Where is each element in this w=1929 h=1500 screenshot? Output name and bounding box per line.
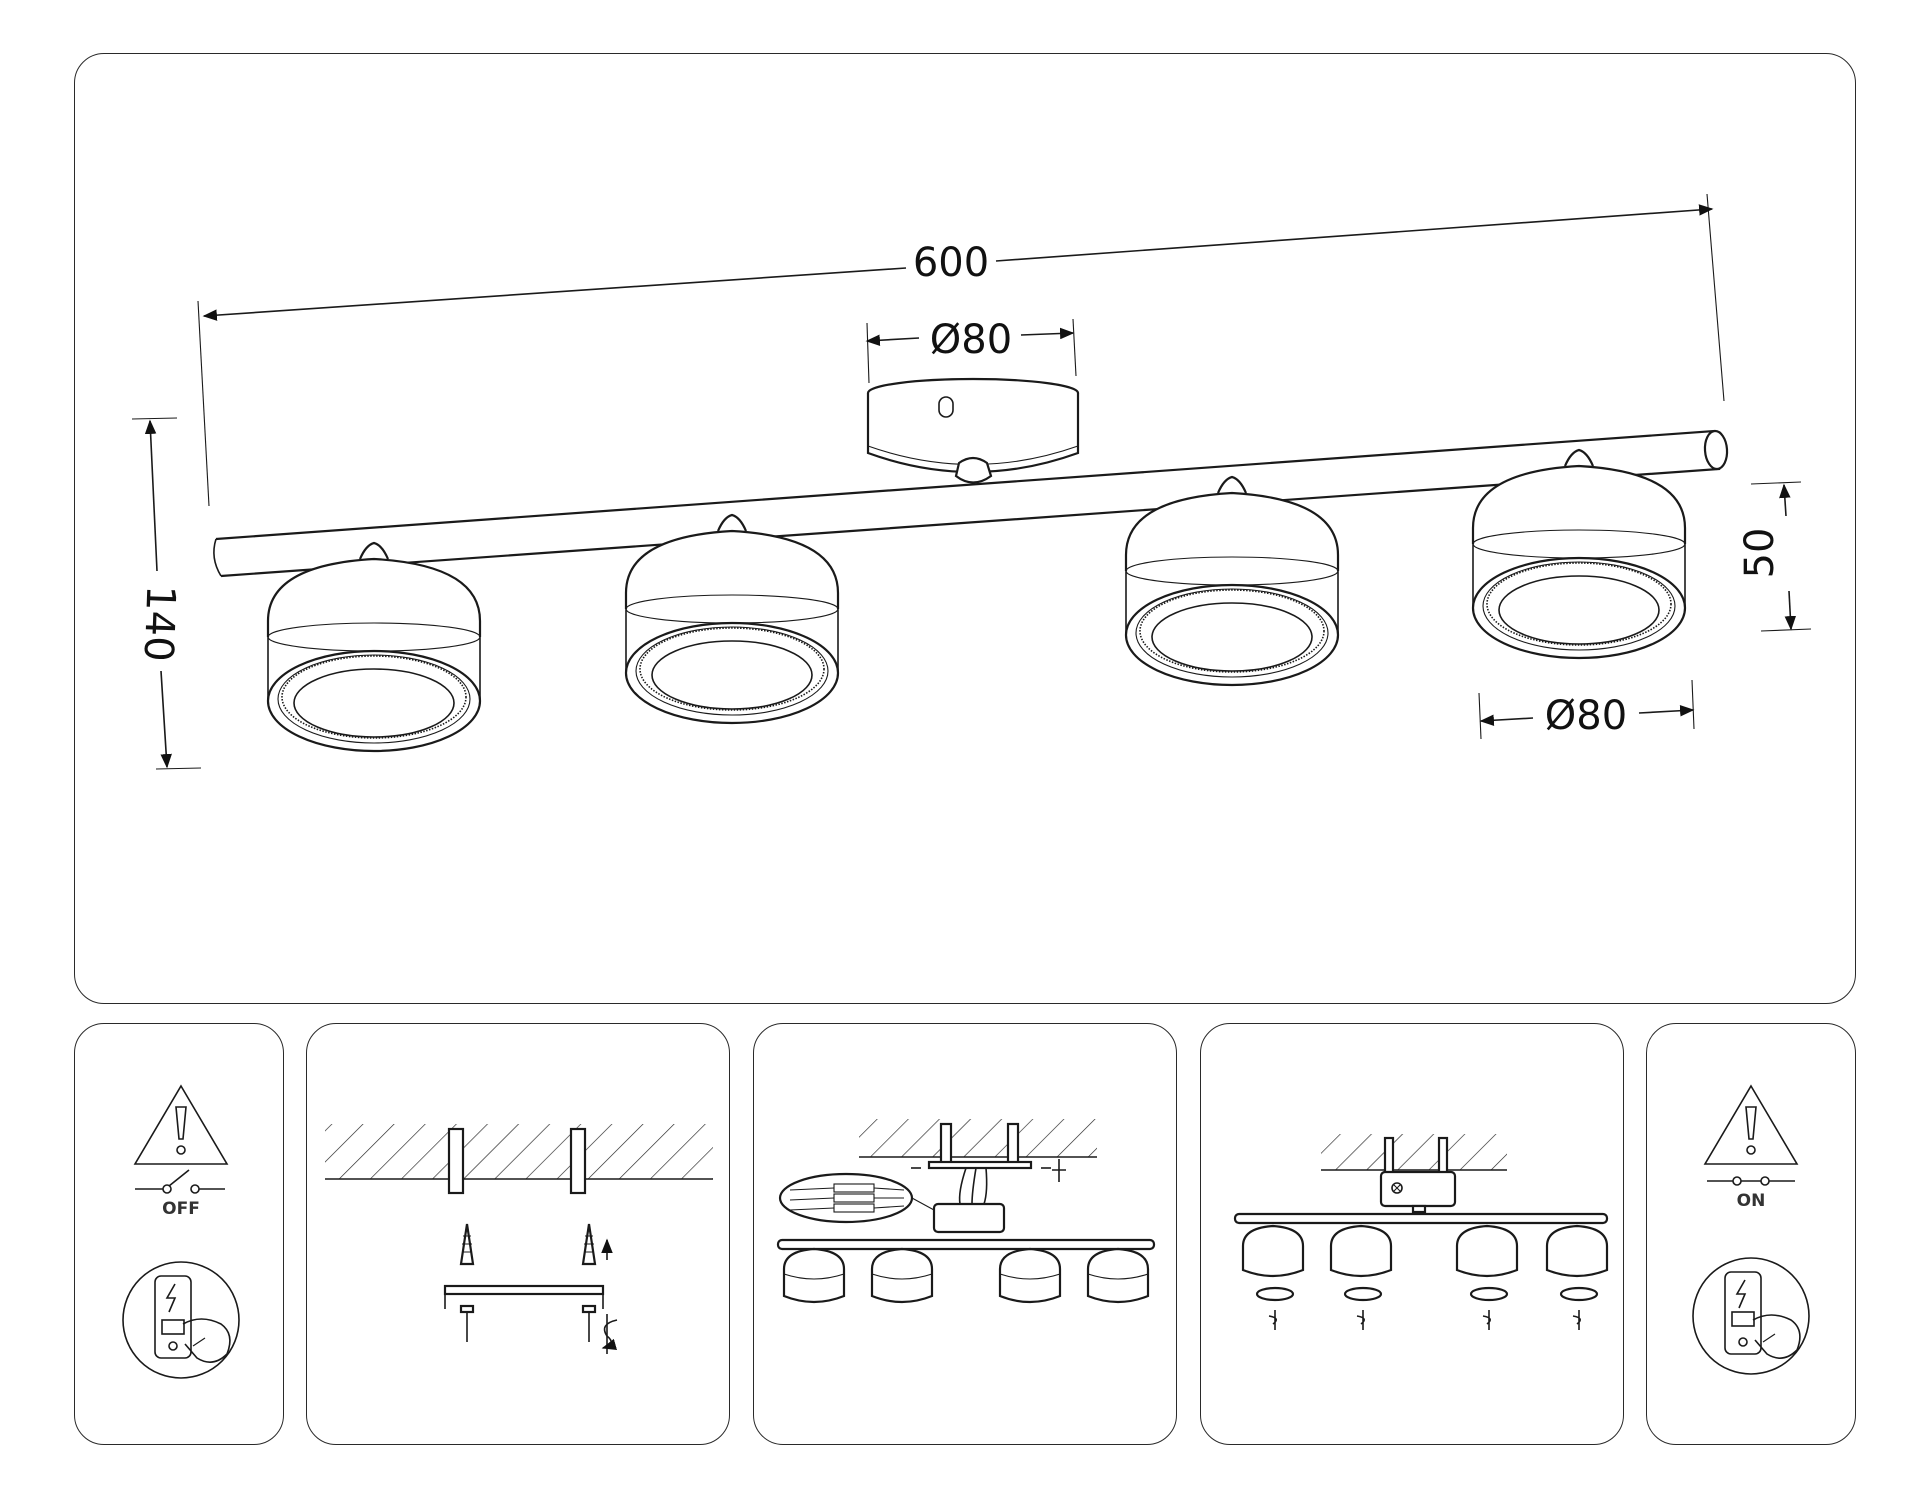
step-bracket-panel	[306, 1023, 730, 1445]
spotlight-4	[1471, 448, 1687, 660]
fixture-bar	[1233, 1212, 1609, 1225]
ceiling-surface	[325, 1124, 713, 1195]
rotate-arrow-icon	[1268, 1310, 1581, 1330]
shade-dim-line-right	[1638, 704, 1695, 717]
wall-plug-icon	[459, 1223, 613, 1266]
length-dimension-line-right	[995, 204, 1714, 262]
height-dim-line-top	[144, 419, 158, 572]
hand-pressing-switch-icon	[122, 1261, 240, 1379]
canopy-dim-line-left	[865, 334, 920, 347]
canopy	[932, 1202, 1006, 1234]
canopy-dim-line-right	[1020, 327, 1075, 340]
shade-height-dimension: 50	[1737, 528, 1783, 579]
canopy	[1379, 1170, 1457, 1214]
fixture-bar	[776, 1238, 1156, 1251]
support-bar	[213, 429, 1729, 578]
screw-icon	[459, 1304, 597, 1342]
extension-line-right	[1706, 193, 1725, 402]
shade-height-line-bottom	[1784, 590, 1797, 631]
spotlight-row	[1241, 1224, 1609, 1278]
mounting-bracket	[927, 1160, 1033, 1170]
height-dimension: 140	[135, 584, 184, 662]
extension-line-left	[197, 300, 210, 507]
switch-on-icon	[1707, 1176, 1795, 1186]
canopy-diameter-dimension: Ø80	[930, 317, 1012, 363]
spotlight-1	[266, 541, 482, 753]
shade-dim-line-left	[1479, 714, 1534, 727]
hand-pressing-switch-icon	[1692, 1257, 1810, 1375]
step-lamp-install-panel	[1200, 1023, 1624, 1445]
step-power-off-panel: OFF	[74, 1023, 284, 1445]
power-off-label: OFF	[162, 1199, 200, 1219]
spotlight-3	[1124, 475, 1340, 687]
shade-diameter-dimension: Ø80	[1545, 693, 1627, 739]
supply-wires	[958, 1167, 988, 1205]
power-on-label: ON	[1737, 1191, 1766, 1211]
screw-icon	[911, 1159, 1066, 1182]
rotate-arrow-icon	[601, 1314, 618, 1354]
ceiling-surface	[859, 1119, 1097, 1168]
mounting-bracket	[443, 1284, 605, 1309]
spotlight-row	[782, 1247, 1150, 1304]
fixture-drawing: 600 Ø80 140	[131, 193, 1812, 770]
ceiling-canopy	[866, 377, 1080, 484]
switch-off-icon	[135, 1169, 225, 1194]
shade-height-line-top	[1779, 483, 1791, 517]
step-wiring-panel	[753, 1023, 1177, 1445]
terminal-block-detail	[778, 1172, 935, 1224]
step-power-on-panel: ON	[1646, 1023, 1856, 1445]
height-dim-line-bottom	[160, 670, 172, 769]
length-dimension: 600	[913, 240, 989, 286]
warning-triangle-icon	[1703, 1084, 1799, 1165]
lens-cover	[1255, 1286, 1599, 1302]
spotlight-2	[624, 513, 840, 725]
ceiling-surface	[1321, 1134, 1507, 1178]
length-dimension-line-left	[202, 267, 907, 321]
warning-triangle-icon	[133, 1084, 229, 1165]
dimension-drawing-panel: 600 Ø80 140	[74, 53, 1856, 1004]
